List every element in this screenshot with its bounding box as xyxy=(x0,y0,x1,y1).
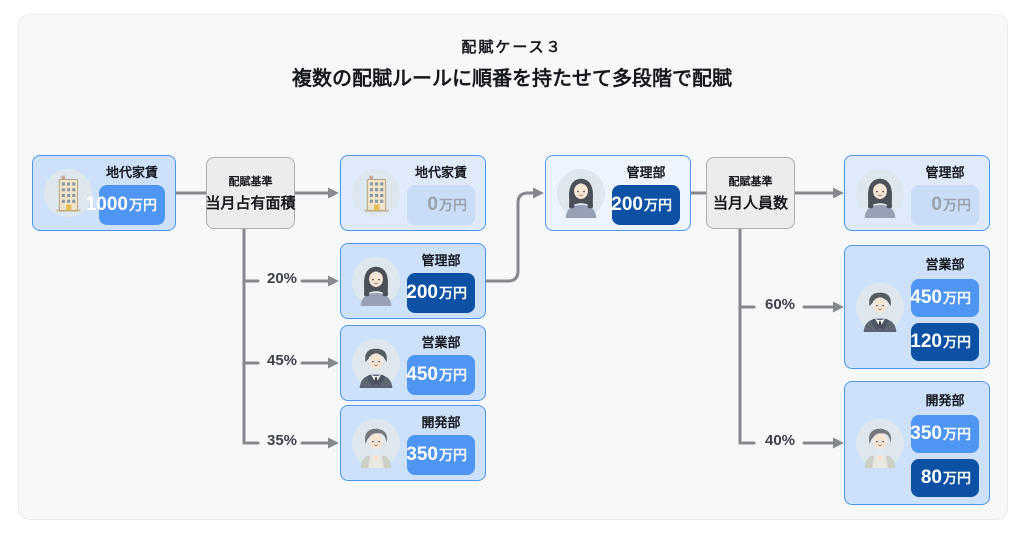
node-label: 管理部 xyxy=(626,164,666,180)
allocation-percent: 35% xyxy=(266,432,298,449)
case-title: 配賦ケース３ xyxy=(461,39,563,56)
person-icon xyxy=(855,418,905,468)
allocation-percent: 20% xyxy=(266,270,298,287)
person-icon xyxy=(351,418,401,468)
rule-caption: 配賦基準 xyxy=(728,176,773,188)
rule-basis: 当月占有面積 xyxy=(205,195,296,212)
allocation-percent: 45% xyxy=(266,352,298,369)
node-label: 開発部 xyxy=(421,414,461,430)
rule-box-headcount: 配賦基準 当月人員数 xyxy=(706,157,795,229)
node-label: 管理部 xyxy=(925,164,965,180)
man-icon xyxy=(855,282,905,332)
node-label: 地代家賃 xyxy=(105,164,158,180)
rule-basis: 当月人員数 xyxy=(712,195,788,212)
woman-icon xyxy=(351,256,401,306)
rule-caption: 配賦基準 xyxy=(228,176,273,188)
node-label: 開発部 xyxy=(925,392,965,408)
node-label: 地代家賃 xyxy=(414,164,467,180)
woman-icon xyxy=(556,168,606,218)
node-label: 営業部 xyxy=(925,256,965,272)
case-subtitle: 複数の配賦ルールに順番を持たせて多段階で配賦 xyxy=(292,68,732,90)
building-icon xyxy=(351,168,401,218)
node-label: 営業部 xyxy=(421,334,461,350)
allocation-percent: 60% xyxy=(764,296,796,313)
woman-icon xyxy=(855,168,905,218)
allocation-percent: 40% xyxy=(764,432,796,449)
rule-box-area: 配賦基準 当月占有面積 xyxy=(205,157,296,229)
man-icon xyxy=(351,338,401,388)
node-label: 管理部 xyxy=(421,252,461,268)
